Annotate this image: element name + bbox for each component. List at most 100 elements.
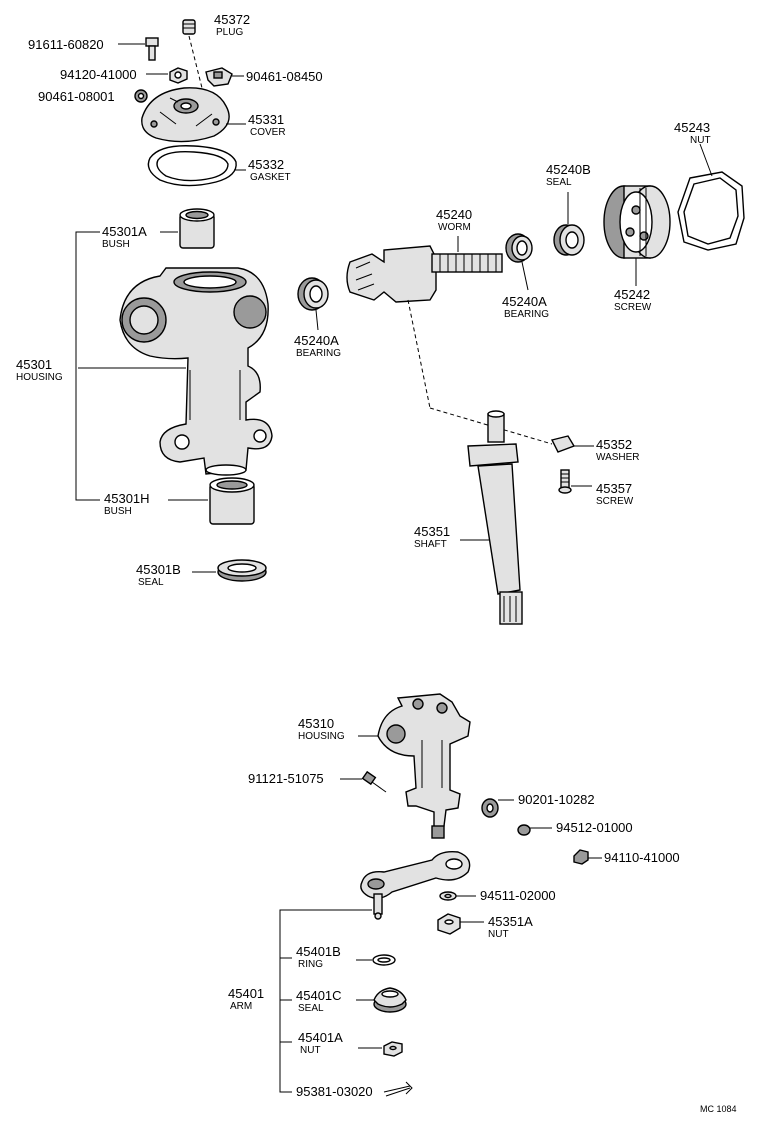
housing-upper-part	[119, 267, 273, 476]
svg-text:SCREW: SCREW	[596, 496, 634, 507]
label-94511-02000: 94511-02000	[480, 888, 556, 903]
set-screw-part	[558, 469, 572, 494]
label-91121-51075: 91121-51075	[248, 771, 324, 786]
label-45240A-right: 45240A BEARING	[502, 294, 549, 320]
svg-text:GASKET: GASKET	[250, 172, 291, 183]
svg-text:NUT: NUT	[300, 1045, 321, 1056]
worm-seal-part	[553, 224, 585, 256]
label-45242: 45242 SCREW	[614, 287, 652, 313]
bush-lower-part	[209, 477, 255, 525]
label-45301A: 45301A BUSH	[102, 224, 147, 250]
nut-94120-part	[169, 67, 188, 84]
svg-text:45357: 45357	[596, 481, 632, 496]
svg-text:45240B: 45240B	[546, 162, 591, 177]
bolt-91611-part	[145, 37, 159, 61]
cover-part	[141, 87, 230, 143]
worm-part	[346, 245, 503, 303]
label-45372: 45372 PLUG	[214, 12, 250, 38]
label-45301H: 45301H BUSH	[104, 491, 150, 517]
svg-text:45240: 45240	[436, 207, 472, 222]
clamp-90461-08450-part	[205, 67, 233, 87]
svg-text:45243: 45243	[674, 120, 710, 135]
svg-text:SCREW: SCREW	[614, 302, 652, 313]
svg-text:45331: 45331	[248, 112, 284, 127]
label-90461-08001: 90461-08001	[38, 89, 115, 104]
label-45331: 45331 COVER	[248, 112, 286, 138]
housing-assembly-part	[377, 693, 471, 839]
label-90201-10282: 90201-10282	[518, 792, 595, 807]
label-45401A: 45401A NUT	[298, 1030, 343, 1056]
label-45401: 45401 ARM	[228, 986, 264, 1012]
svg-text:COVER: COVER	[250, 127, 286, 138]
svg-text:HOUSING: HOUSING	[16, 372, 63, 383]
cotter-pin-part	[383, 1081, 413, 1097]
svg-text:45352: 45352	[596, 437, 632, 452]
arm-nut-part	[437, 913, 461, 935]
label-45401B: 45401B RING	[296, 944, 341, 970]
svg-text:SEAL: SEAL	[138, 577, 164, 588]
lock-washer-94511-part	[439, 891, 457, 901]
svg-text:BUSH: BUSH	[102, 239, 130, 250]
svg-text:WASHER: WASHER	[596, 452, 640, 463]
label-91611-60820: 91611-60820	[28, 37, 104, 52]
svg-text:45401: 45401	[228, 986, 264, 1001]
gasket-part	[147, 145, 237, 187]
pitman-arm-part	[360, 850, 471, 920]
label-45332: 45332 GASKET	[248, 157, 291, 183]
svg-text:SHAFT: SHAFT	[414, 539, 447, 550]
ring-part	[372, 954, 396, 966]
bolt-91121-part	[361, 770, 387, 793]
label-94120-41000: 94120-41000	[60, 67, 137, 82]
washer-part	[550, 435, 576, 453]
svg-text:SEAL: SEAL	[298, 1003, 324, 1014]
label-45352: 45352 WASHER	[596, 437, 640, 463]
svg-text:HOUSING: HOUSING	[298, 731, 345, 742]
lock-nut-part	[677, 171, 745, 251]
label-95381-03020: 95381-03020	[296, 1084, 373, 1099]
label-45301: 45301 HOUSING	[16, 357, 63, 383]
label-45310: 45310 HOUSING	[298, 716, 345, 742]
ball-joint-nut-part	[383, 1041, 403, 1057]
svg-text:PLUG: PLUG	[216, 27, 243, 38]
svg-text:45401A: 45401A	[298, 1030, 343, 1045]
svg-text:45240A: 45240A	[294, 333, 339, 348]
label-45351: 45351 SHAFT	[414, 524, 450, 550]
svg-text:WORM: WORM	[438, 222, 471, 233]
svg-text:45310: 45310	[298, 716, 334, 731]
label-90461-08450: 90461-08450	[246, 69, 323, 84]
label-45240B: 45240B SEAL	[546, 162, 591, 188]
svg-text:BEARING: BEARING	[504, 309, 549, 320]
boot-seal-part	[373, 987, 407, 1013]
svg-text:NUT: NUT	[690, 135, 711, 146]
nut-90201-part	[481, 798, 499, 818]
bearing-left-part	[297, 277, 329, 311]
svg-text:BEARING: BEARING	[296, 348, 341, 359]
sector-shaft-part	[467, 410, 523, 625]
svg-text:45240A: 45240A	[502, 294, 547, 309]
lock-washer-94512-part	[517, 824, 531, 836]
label-94110-41000: 94110-41000	[604, 850, 680, 865]
label-45301B: 45301B SEAL	[136, 562, 181, 588]
label-45351A: 45351A NUT	[488, 914, 533, 940]
bearing-right-part	[505, 233, 533, 263]
label-45357: 45357 SCREW	[596, 481, 634, 507]
svg-text:ARM: ARM	[230, 1001, 252, 1012]
seal-lower-part	[217, 559, 267, 582]
svg-text:45301B: 45301B	[136, 562, 181, 577]
svg-text:45351: 45351	[414, 524, 450, 539]
svg-text:45301: 45301	[16, 357, 52, 372]
svg-text:45401C: 45401C	[296, 988, 342, 1003]
nut-94110-part	[573, 849, 589, 865]
svg-text:NUT: NUT	[488, 929, 509, 940]
bush-upper-part	[179, 208, 215, 249]
label-45401C: 45401C SEAL	[296, 988, 342, 1014]
label-45243: 45243 NUT	[674, 120, 711, 146]
svg-text:45372: 45372	[214, 12, 250, 27]
washer-90461-08001-part	[134, 89, 148, 103]
plug-part	[182, 19, 196, 35]
svg-text:BUSH: BUSH	[104, 506, 132, 517]
adjusting-screw-part	[603, 185, 671, 259]
svg-text:45401B: 45401B	[296, 944, 341, 959]
label-94512-01000: 94512-01000	[556, 820, 633, 835]
